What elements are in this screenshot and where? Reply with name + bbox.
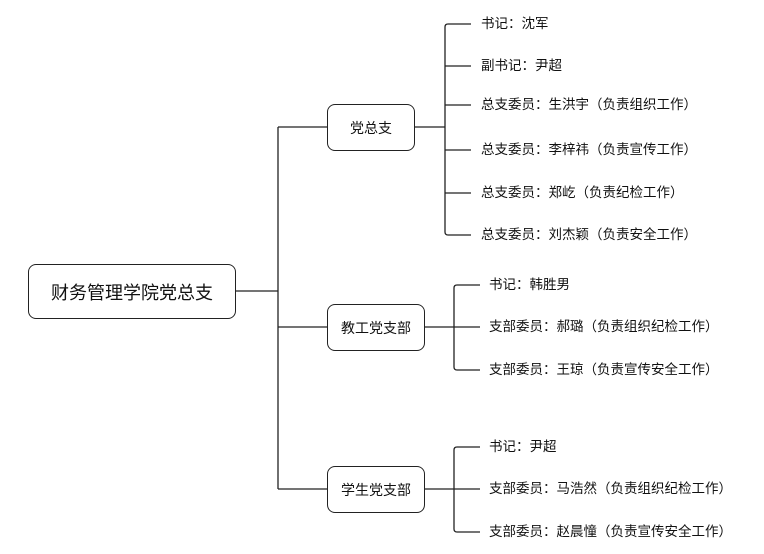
- leaf-member: 书记：尹超: [489, 439, 557, 455]
- leaf-member: 支部委员：郝璐（负责组织纪检工作）: [489, 319, 719, 335]
- branch-node-student: 学生党支部: [327, 466, 425, 513]
- branch-label: 教工党支部: [341, 320, 411, 337]
- leaf-member: 总支委员：郑屹（负责纪检工作）: [481, 185, 684, 201]
- root-label: 财务管理学院党总支: [51, 282, 213, 304]
- branch-node-faculty: 教工党支部: [327, 304, 425, 351]
- leaf-member: 书记：沈军: [481, 16, 549, 32]
- branch-label: 学生党支部: [341, 482, 411, 499]
- branch-label: 党总支: [350, 120, 392, 137]
- leaf-member: 书记：韩胜男: [489, 277, 570, 293]
- leaf-member: 副书记：尹超: [481, 58, 562, 74]
- leaf-member: 总支委员：生洪宇（负责组织工作）: [481, 97, 697, 113]
- branch-node-party-general: 党总支: [327, 104, 415, 151]
- root-node: 财务管理学院党总支: [28, 264, 236, 319]
- leaf-member: 支部委员：王琼（负责宣传安全工作）: [489, 362, 719, 378]
- leaf-member: 支部委员：赵晨憧（负责宣传安全工作）: [489, 524, 732, 540]
- leaf-member: 总支委员：刘杰颖（负责安全工作）: [481, 227, 697, 243]
- leaf-member: 总支委员：李梓祎（负责宣传工作）: [481, 142, 697, 158]
- leaf-member: 支部委员：马浩然（负责组织纪检工作）: [489, 481, 732, 497]
